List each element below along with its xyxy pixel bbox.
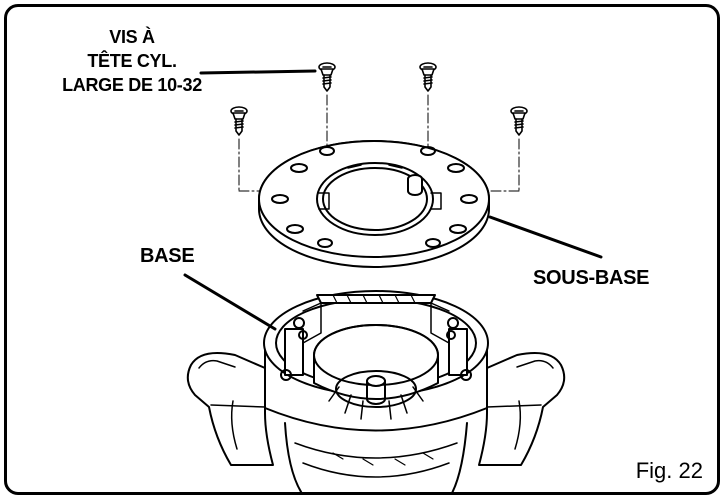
screw-label: VIS À TÊTE CYL. LARGE DE 10-32 bbox=[37, 25, 227, 97]
screw-icon bbox=[318, 62, 336, 92]
screw-icon bbox=[510, 106, 528, 136]
figure-frame: VIS À TÊTE CYL. LARGE DE 10-32 BASE SOUS… bbox=[4, 4, 720, 495]
sub-base-label: SOUS-BASE bbox=[533, 267, 650, 289]
figure-number: Fig. 22 bbox=[635, 458, 703, 483]
screw-label-line-2: TÊTE CYL. bbox=[87, 51, 177, 71]
router-base bbox=[186, 290, 566, 492]
screw-icon bbox=[419, 62, 437, 92]
base-label: BASE bbox=[140, 245, 195, 267]
screw-icon bbox=[230, 106, 248, 136]
sub-base-plate bbox=[258, 140, 490, 268]
screw-label-line-3: LARGE DE 10-32 bbox=[62, 75, 202, 95]
assembly-illustration bbox=[183, 62, 603, 492]
screw-label-line-1: VIS À bbox=[109, 27, 155, 47]
